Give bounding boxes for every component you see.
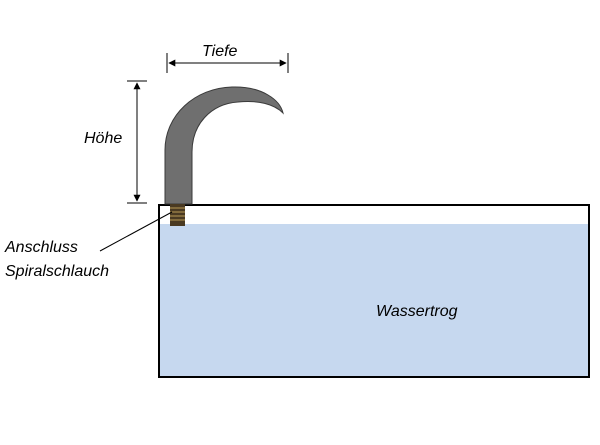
connection-label-line1: Anschluss bbox=[4, 239, 78, 256]
depth-label: Tiefe bbox=[202, 43, 238, 60]
connection-label-line2: Spiralschlauch bbox=[5, 263, 109, 280]
height-label: Höhe bbox=[84, 130, 122, 147]
curved-spout-icon bbox=[164, 86, 284, 205]
trough-label: Wassertrog bbox=[376, 303, 458, 320]
depth-dimension bbox=[166, 53, 289, 73]
height-dimension bbox=[127, 80, 147, 204]
trough-outline bbox=[158, 204, 590, 378]
connection-leader-line bbox=[99, 211, 173, 252]
water-fill bbox=[160, 224, 588, 376]
threaded-fitting-icon bbox=[170, 204, 185, 226]
